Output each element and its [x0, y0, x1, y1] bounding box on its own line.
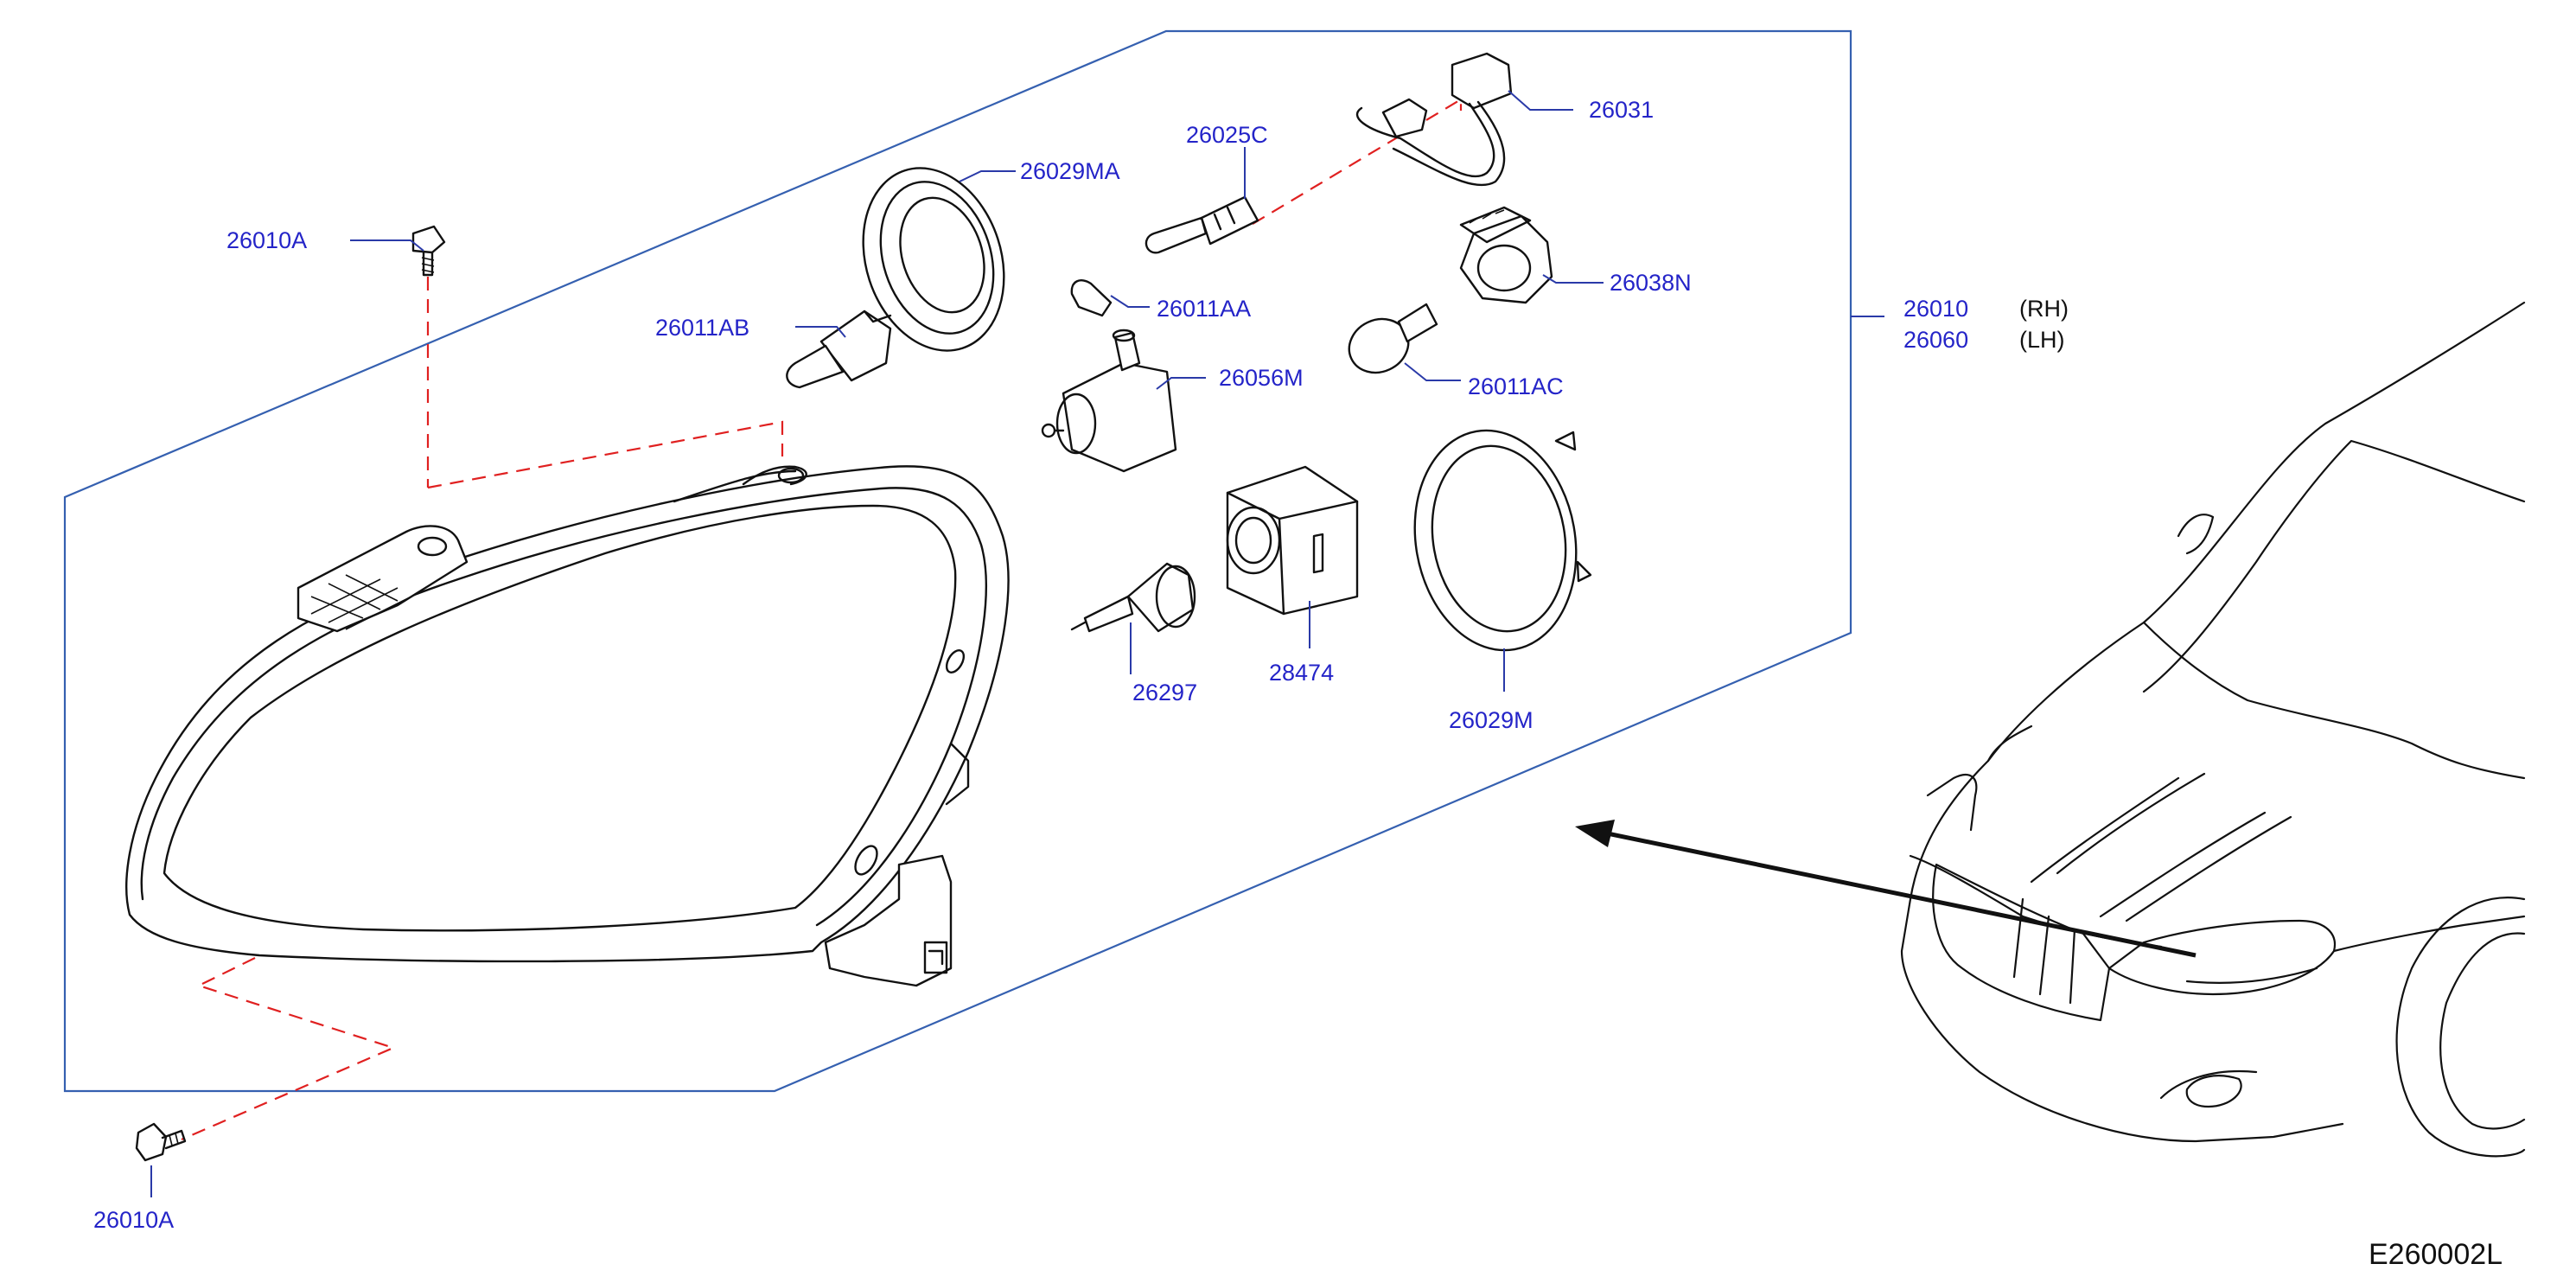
- label-bulb-ac: 26011AC: [1468, 373, 1564, 399]
- label-actuator: 26056M: [1219, 365, 1304, 391]
- label-assembly-rh-side: (RH): [2019, 296, 2069, 322]
- harness-connector-icon: [1355, 52, 1513, 187]
- assembly-dashed-lines: [181, 98, 1463, 1141]
- label-harness: 26031: [1589, 97, 1654, 123]
- label-screw-bottom: 26010A: [93, 1207, 174, 1233]
- label-screw-top: 26010A: [226, 227, 307, 253]
- ballast-unit-icon: [1226, 465, 1359, 616]
- vehicle-outline: [1900, 301, 2526, 1158]
- wedge-bulb-aa-icon: [1070, 279, 1113, 317]
- label-assembly-rh: 26010: [1903, 296, 1968, 322]
- label-assembly-lh-side: (LH): [2019, 327, 2065, 353]
- label-socket-n: 26038N: [1610, 270, 1692, 296]
- dust-cap-m-icon: [1413, 429, 1592, 652]
- leveling-actuator-icon: [1041, 329, 1177, 473]
- location-arrow: [1575, 820, 2197, 958]
- label-bulb-aa: 26011AA: [1157, 296, 1251, 322]
- label-bulb-ab: 26011AB: [655, 315, 749, 341]
- signal-bulb-ac-icon: [1348, 303, 1438, 374]
- label-ballast: 28474: [1269, 660, 1334, 686]
- label-xenon-bulb: 26297: [1132, 680, 1197, 705]
- dust-cap-ma-icon: [862, 167, 1005, 352]
- diagram-code: E260002L: [2369, 1238, 2503, 1271]
- label-cap-ma: 26029MA: [1020, 158, 1120, 184]
- assembly-frame: [63, 29, 1852, 1093]
- label-socket-c: 26025C: [1186, 122, 1268, 148]
- halogen-bulb-ab-icon: [786, 310, 892, 389]
- bulb-socket-c-icon: [1145, 195, 1259, 254]
- bulb-socket-n-icon: [1459, 206, 1553, 304]
- xenon-bulb-icon: [1070, 562, 1196, 633]
- leader-lines: [150, 90, 1604, 1197]
- screw-top-icon: [411, 225, 446, 277]
- label-cap-m: 26029M: [1449, 707, 1533, 733]
- label-assembly-lh: 26060: [1903, 327, 1968, 353]
- headlamp-housing: [125, 465, 1010, 987]
- screw-bottom-icon: [135, 1122, 187, 1162]
